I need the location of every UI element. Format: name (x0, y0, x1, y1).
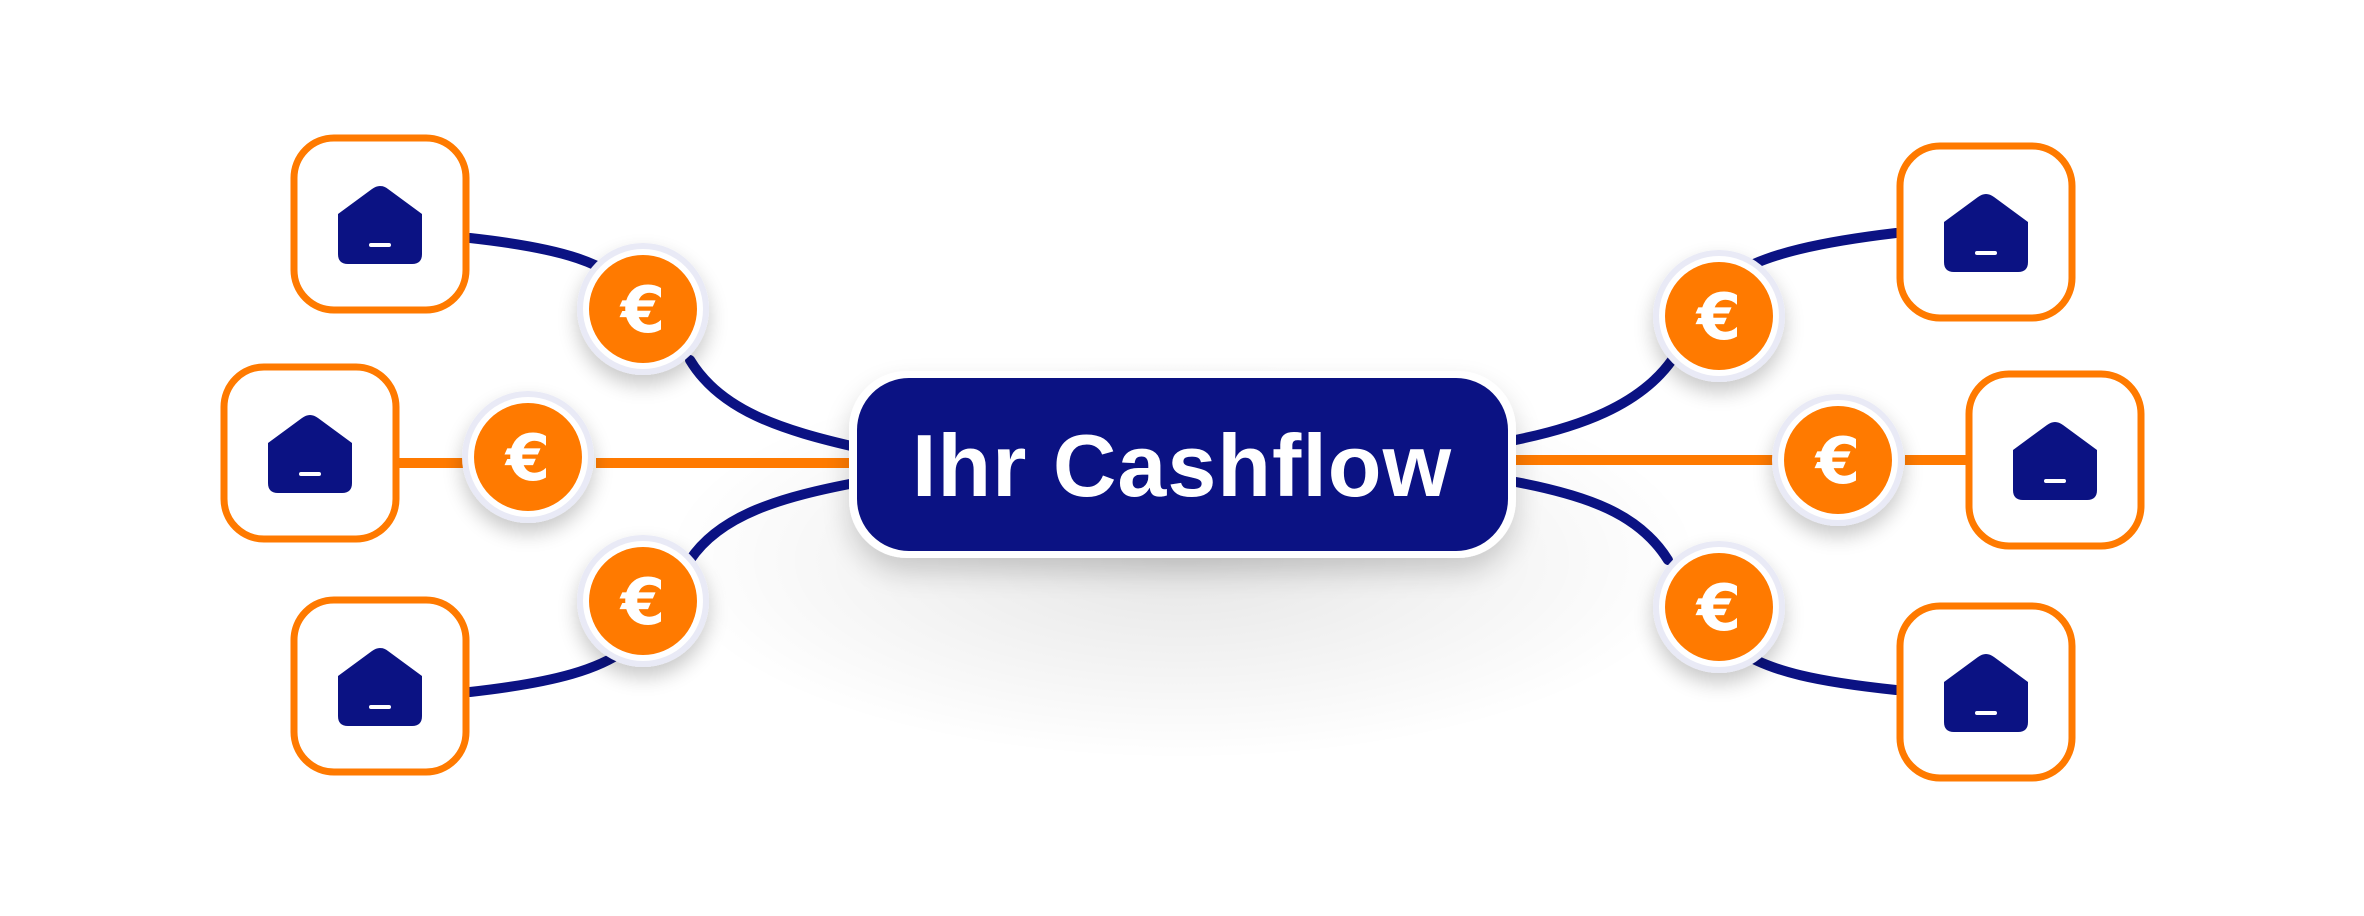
property-nodes (220, 134, 2145, 782)
house-door-line (1975, 251, 1997, 255)
house-door-line (369, 705, 391, 709)
property-node-left-1 (290, 134, 470, 314)
center-node-fill (857, 378, 1508, 551)
property-node-right-3 (1896, 602, 2076, 782)
connector-right-bottom-a (1500, 475, 1673, 565)
connector-left-bottom-b (685, 477, 865, 565)
euro-coins: € € € € € € (462, 243, 1904, 673)
house-shape (1944, 194, 2028, 272)
property-node-left-3 (290, 596, 470, 776)
euro-icon: € (1695, 281, 1742, 355)
euro-icon: € (619, 274, 666, 348)
euro-coin-left-3: € (577, 535, 709, 667)
euro-coin-right-3: € (1653, 541, 1785, 673)
house-shape (2013, 422, 2097, 500)
coin-face (1665, 553, 1773, 661)
connector-left-bottom-a (465, 645, 630, 697)
center-node: Ihr Cashflow (849, 371, 1516, 558)
coin-face (1784, 406, 1892, 514)
euro-coin-right-1: € (1653, 250, 1785, 382)
connector-left-top-b (685, 355, 865, 453)
euro-icon: € (619, 566, 666, 640)
coin-face (589, 255, 697, 363)
house-shape (1944, 654, 2028, 732)
house-icon (1944, 194, 2028, 272)
euro-coin-right-2: € (1772, 394, 1904, 526)
house-icon (1944, 654, 2028, 732)
connector-right-top-b (1500, 355, 1677, 447)
house-icon (338, 648, 422, 726)
connector-lines (398, 228, 1966, 697)
property-node-right-2 (1965, 370, 2145, 550)
house-icon (338, 186, 422, 264)
house-icon (268, 415, 352, 493)
property-node-right-1 (1896, 142, 2076, 322)
coin-face (474, 403, 582, 511)
coin-face (589, 547, 697, 655)
euro-icon: € (504, 422, 551, 496)
coin-face (1665, 262, 1773, 370)
house-shape (338, 186, 422, 264)
house-door-line (369, 243, 391, 247)
house-door-line (2044, 479, 2066, 483)
euro-coin-left-1: € (577, 243, 709, 375)
house-icon (2013, 422, 2097, 500)
property-node-left-2 (220, 363, 400, 543)
house-shape (268, 415, 352, 493)
euro-icon: € (1695, 572, 1742, 646)
house-door-line (1975, 711, 1997, 715)
house-shape (338, 648, 422, 726)
euro-coin-left-2: € (462, 391, 594, 523)
center-title: Ihr Cashflow (912, 416, 1452, 515)
euro-icon: € (1814, 425, 1861, 499)
house-door-line (299, 472, 321, 476)
